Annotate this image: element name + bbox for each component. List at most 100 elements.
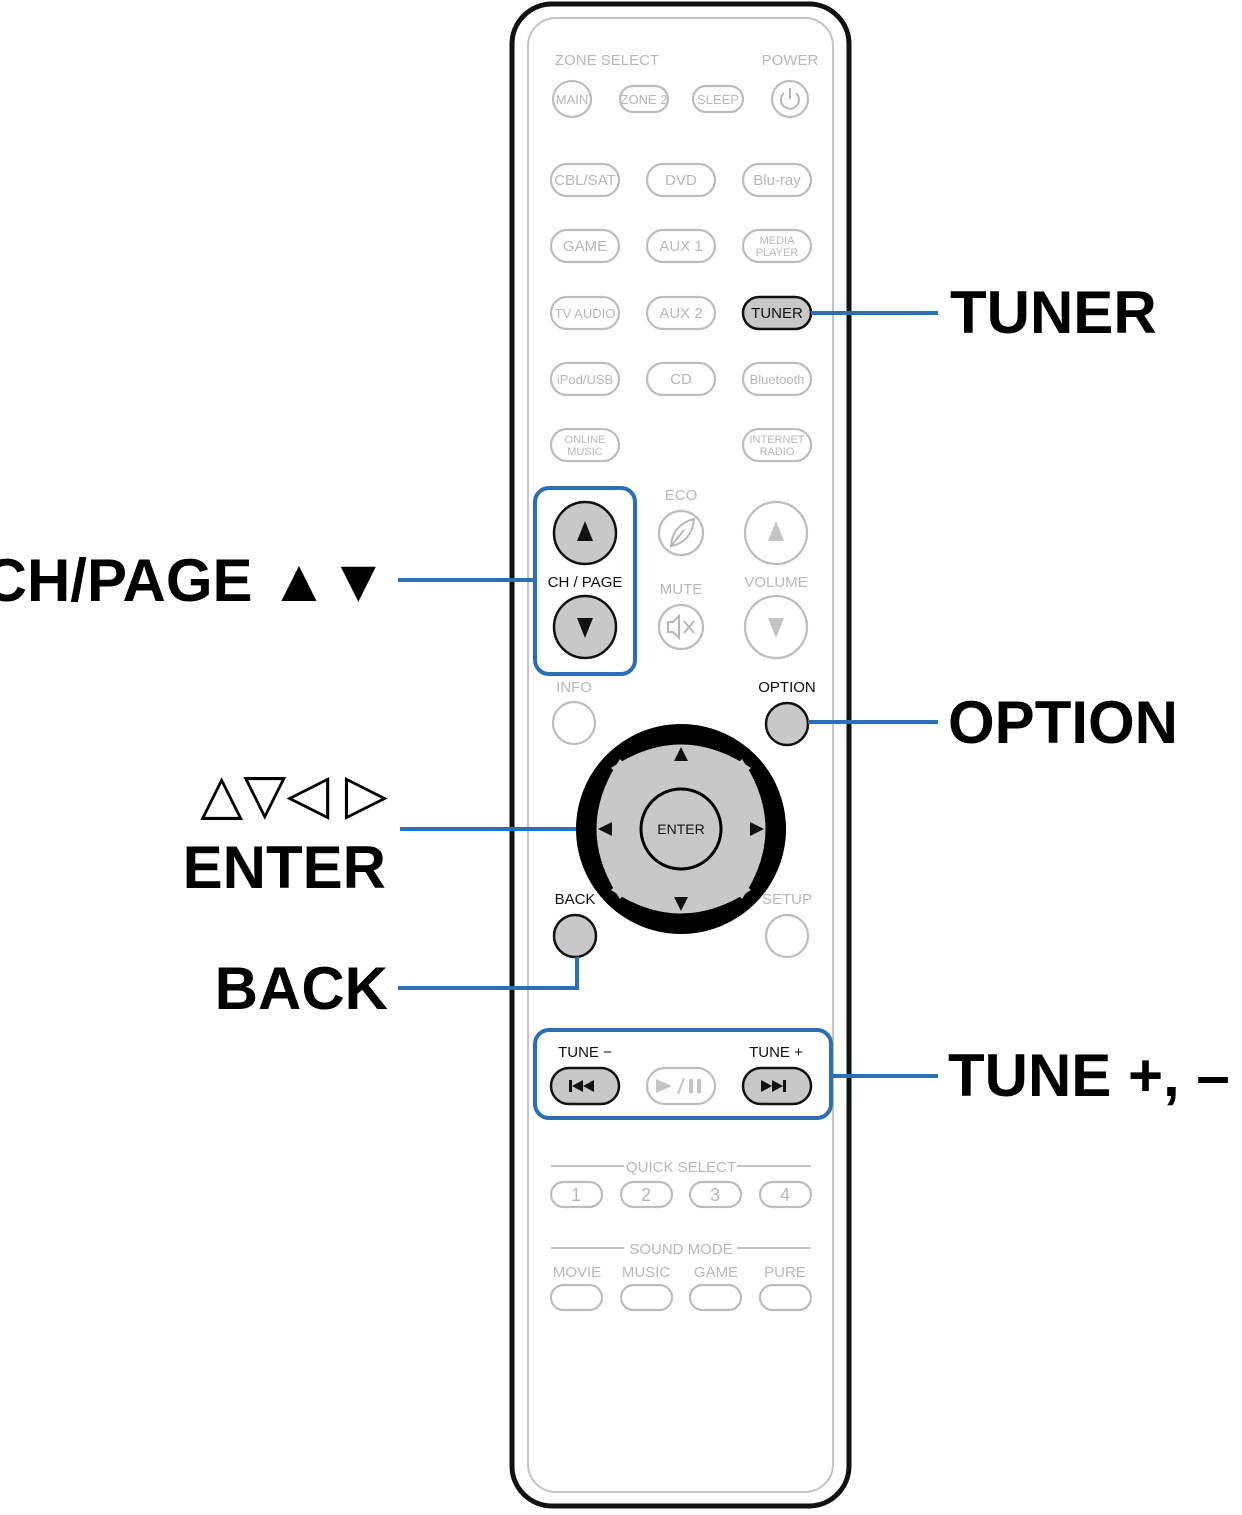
game-label: GAME xyxy=(563,238,607,255)
pure-label: PURE xyxy=(764,1264,806,1281)
media-player-button[interactable]: MEDIA PLAYER xyxy=(741,228,813,264)
ch-page-up-button[interactable] xyxy=(552,500,618,566)
zone2-button[interactable]: ZONE 2 xyxy=(618,84,670,114)
dvd-button[interactable]: DVD xyxy=(645,162,717,198)
movie-label: MOVIE xyxy=(553,1264,601,1281)
sound-mode-label: SOUND MODE xyxy=(629,1241,732,1258)
quick-select-1-label: 1 xyxy=(571,1185,581,1205)
quick-select-4-button[interactable]: 4 xyxy=(758,1180,813,1209)
zone-select-label: ZONE SELECT xyxy=(555,52,659,69)
music-label: MUSIC xyxy=(622,1264,671,1281)
cursor-down-icon xyxy=(674,897,688,911)
internet-radio-button[interactable]: INTERNET RADIO xyxy=(741,427,813,463)
tune-callout: TUNE +, – xyxy=(948,1042,1230,1109)
aux2-label: AUX 2 xyxy=(659,305,702,322)
zone2-button-label: ZONE 2 xyxy=(621,92,668,107)
quick-select-3-label: 3 xyxy=(710,1185,720,1205)
media-player-label-2: PLAYER xyxy=(756,247,799,259)
quick-select-4-label: 4 xyxy=(780,1185,790,1205)
cbl-sat-label: CBL/SAT xyxy=(554,172,615,189)
volume-down-icon xyxy=(768,618,784,638)
online-music-label-2: MUSIC xyxy=(567,446,603,458)
dvd-label: DVD xyxy=(665,172,697,189)
enter-button[interactable]: ENTER xyxy=(639,787,723,871)
tv-audio-button[interactable]: TV AUDIO xyxy=(549,295,621,331)
pure-button[interactable] xyxy=(758,1283,813,1312)
bluray-label: Blu-ray xyxy=(753,172,801,189)
sleep-button-label: SLEEP xyxy=(697,92,739,107)
volume-up-button[interactable] xyxy=(743,500,809,566)
power-label: POWER xyxy=(762,52,819,69)
direction-pad: ENTER xyxy=(576,724,786,934)
back-label: BACK xyxy=(555,891,596,908)
power-icon xyxy=(780,88,800,110)
info-button[interactable] xyxy=(551,700,597,746)
quick-select-2-button[interactable]: 2 xyxy=(619,1180,674,1209)
quick-select-2-label: 2 xyxy=(641,1185,651,1205)
aux1-button[interactable]: AUX 1 xyxy=(645,228,717,264)
skip-forward-icon xyxy=(761,1080,786,1092)
eco-label: ECO xyxy=(665,487,698,504)
tv-audio-label: TV AUDIO xyxy=(555,306,616,321)
quick-select-1-button[interactable]: 1 xyxy=(549,1180,604,1209)
tuner-button[interactable]: TUNER xyxy=(741,295,813,331)
aux1-label: AUX 1 xyxy=(659,238,702,255)
cd-button[interactable]: CD xyxy=(645,361,717,397)
bluray-button[interactable]: Blu-ray xyxy=(741,162,813,198)
cursor-left-button[interactable] xyxy=(596,759,660,899)
cursor-arrows-callout: △▽◁ ▷ xyxy=(200,762,388,825)
quick-select-3-button[interactable]: 3 xyxy=(688,1180,743,1209)
skip-back-icon xyxy=(569,1080,594,1092)
online-music-label-1: ONLINE xyxy=(565,434,606,446)
play-pause-button[interactable] xyxy=(645,1066,717,1106)
setup-button[interactable] xyxy=(764,913,810,959)
aux2-button[interactable]: AUX 2 xyxy=(645,295,717,331)
tune-minus-label: TUNE − xyxy=(558,1044,612,1061)
ch-page-label: CH / PAGE xyxy=(548,574,623,591)
option-label: OPTION xyxy=(758,679,816,696)
option-button[interactable] xyxy=(764,701,810,747)
leaf-icon xyxy=(669,517,696,548)
music-button[interactable] xyxy=(619,1283,674,1312)
enter-button-label: ENTER xyxy=(657,821,704,837)
online-music-button[interactable]: ONLINE MUSIC xyxy=(549,427,621,463)
info-label: INFO xyxy=(556,679,592,696)
volume-down-button[interactable] xyxy=(743,594,809,660)
volume-label: VOLUME xyxy=(744,574,807,591)
tuner-button-label: TUNER xyxy=(751,305,803,322)
cursor-right-icon xyxy=(750,822,764,836)
tune-plus-button[interactable] xyxy=(741,1066,813,1106)
tune-plus-label: TUNE + xyxy=(749,1044,803,1061)
bluetooth-button[interactable]: Bluetooth xyxy=(741,361,813,397)
power-button[interactable] xyxy=(770,79,810,119)
tune-minus-button[interactable] xyxy=(549,1066,621,1106)
up-triangle-icon xyxy=(577,521,593,541)
mute-button[interactable] xyxy=(657,603,705,651)
ch-page-down-button[interactable] xyxy=(552,594,618,660)
quick-select-label: QUICK SELECT xyxy=(626,1159,736,1176)
cd-label: CD xyxy=(670,371,692,388)
sleep-button[interactable]: SLEEP xyxy=(691,84,745,114)
internet-radio-label-1: INTERNET xyxy=(750,434,805,446)
back-callout: BACK xyxy=(215,955,388,1022)
movie-button[interactable] xyxy=(549,1283,604,1312)
game-button[interactable]: GAME xyxy=(549,228,621,264)
option-callout: OPTION xyxy=(948,689,1178,756)
main-button-label: MAIN xyxy=(556,92,589,107)
game-mode-label: GAME xyxy=(694,1264,738,1281)
ipod-usb-label: iPod/USB xyxy=(557,372,613,387)
bluetooth-label: Bluetooth xyxy=(750,372,805,387)
tuner-callout: TUNER xyxy=(950,279,1157,346)
cbl-sat-button[interactable]: CBL/SAT xyxy=(549,162,621,198)
mute-icon xyxy=(667,613,695,641)
ipod-usb-button[interactable]: iPod/USB xyxy=(549,361,621,397)
mute-label: MUTE xyxy=(660,581,703,598)
main-button[interactable]: MAIN xyxy=(551,79,593,119)
down-triangle-icon xyxy=(577,618,593,638)
back-button[interactable] xyxy=(552,913,598,959)
eco-button[interactable] xyxy=(657,509,705,557)
cursor-right-button[interactable] xyxy=(703,759,766,899)
cursor-left-icon xyxy=(598,822,612,836)
game-mode-button[interactable] xyxy=(688,1283,743,1312)
